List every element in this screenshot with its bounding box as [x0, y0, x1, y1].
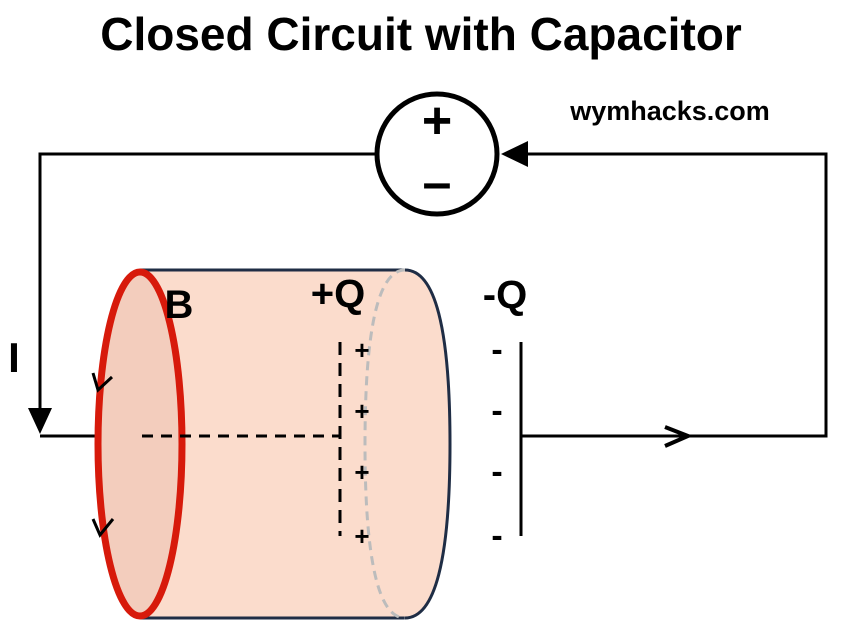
plate-negative-sign: - [491, 331, 502, 369]
cylinder-body [140, 270, 450, 618]
magnetic-field-label: B [165, 283, 194, 327]
current-arrow-icon [28, 408, 52, 434]
loop-direction-chevron-top-icon [91, 372, 114, 393]
wire-top-left [38, 152, 376, 412]
battery-arrow-icon [501, 141, 528, 167]
current-chevron-icon [664, 425, 694, 448]
battery-negative-sign: – [423, 154, 452, 212]
negative-charge-label: -Q [483, 273, 527, 317]
battery-symbol: + – [374, 91, 500, 217]
positive-charge-label: +Q [311, 272, 365, 316]
watermark-text: wymhacks.com [569, 96, 770, 126]
current-label: I [8, 334, 20, 381]
plate-negative-sign: - [491, 517, 502, 555]
plate-negative-sign: - [491, 392, 502, 430]
diagram-title: Closed Circuit with Capacitor [100, 8, 742, 60]
cylinder-right-outline [404, 268, 452, 620]
amperian-loop [94, 268, 186, 620]
battery-circle [374, 91, 500, 217]
wire-right-loop [520, 152, 828, 438]
gaussian-cylinder [91, 268, 452, 620]
plate-positive-sign: + [354, 521, 369, 551]
plate-positive-sign: + [354, 396, 369, 426]
plate-positive-sign: + [354, 457, 369, 487]
plate-negative-sign: - [491, 453, 502, 491]
loop-direction-chevron-bottom-icon [91, 518, 115, 538]
plate-positive-sign: + [354, 335, 369, 365]
battery-positive-sign: + [422, 92, 452, 150]
cylinder-hidden-edge [363, 268, 406, 620]
